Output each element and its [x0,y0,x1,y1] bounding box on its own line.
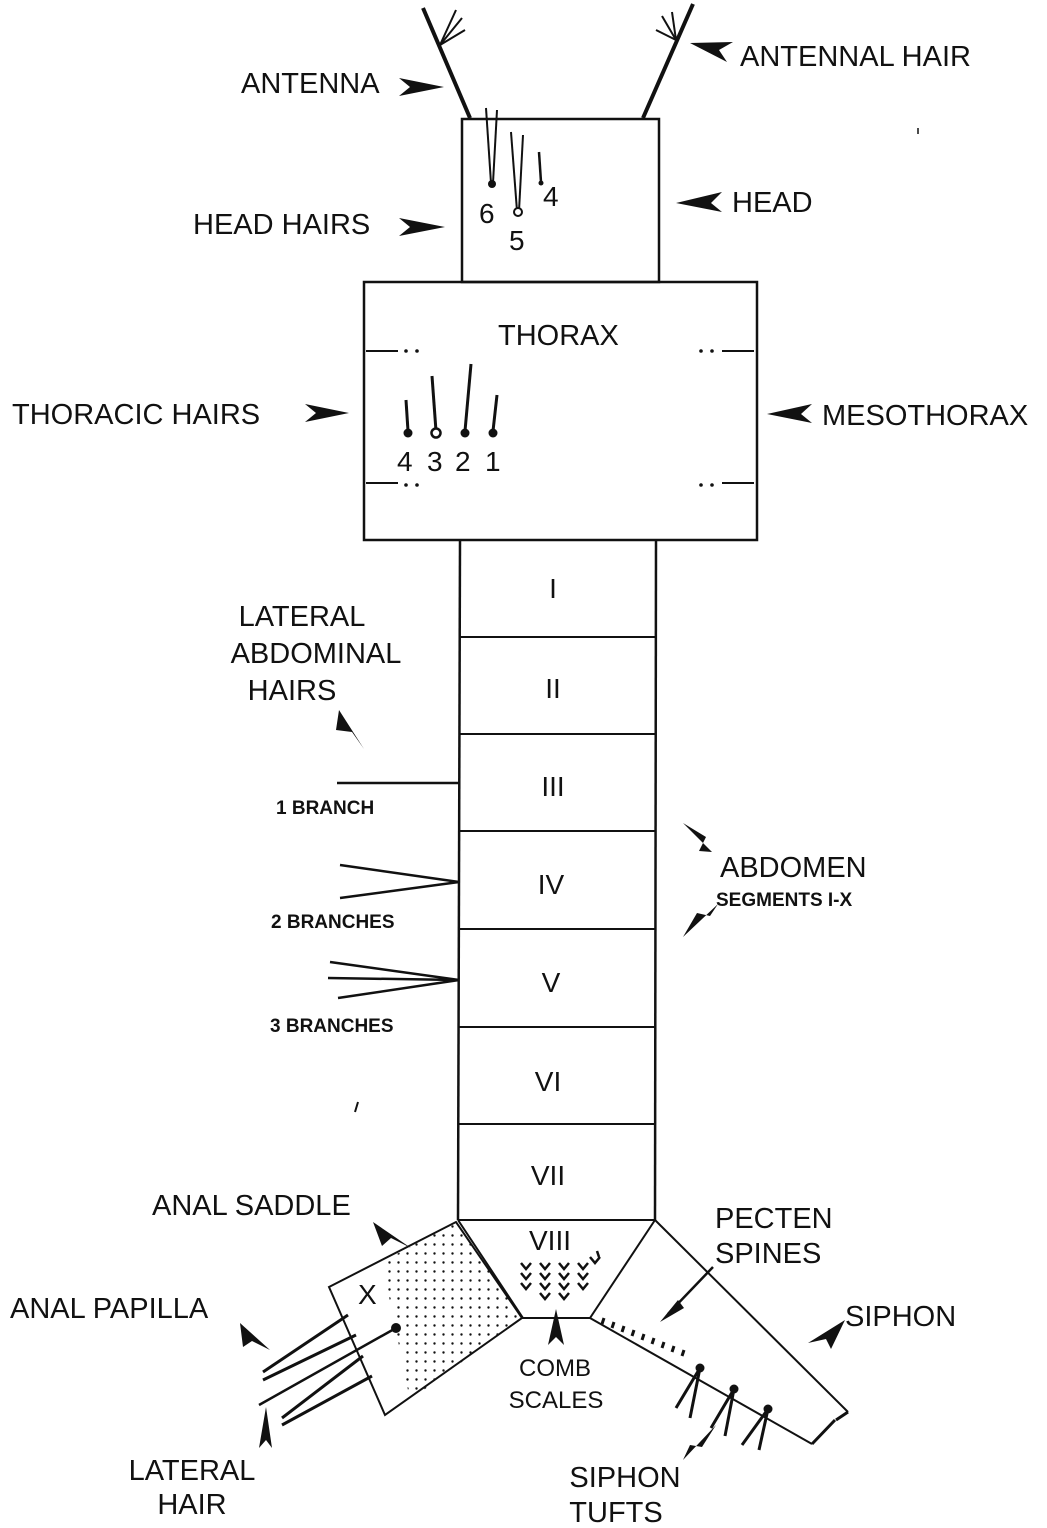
comb-scales-arrow-icon [548,1309,564,1345]
head-hairs [486,108,544,216]
thoracic-hairs-arrow-icon [305,404,349,422]
segment-II: II [545,673,561,704]
pecten-spines-label-1: PECTEN [715,1203,833,1235]
mesothorax-arrow-icon [767,404,812,423]
thorax-label: THORAX [498,320,619,352]
siphon-label: SIPHON [845,1301,956,1333]
siphon-arrow-icon [808,1320,845,1349]
two-branches-label: 2 BRANCHES [271,912,395,933]
segment-X: X [358,1279,377,1310]
anal-papilla-arrow-icon [240,1323,270,1350]
pecten-spines-label-2: SPINES [715,1238,821,1270]
segment-V: V [542,967,561,998]
head-hairs-arrow-icon [399,218,445,236]
siphon-tufts-label-2: TUFTS [569,1497,662,1528]
siphon-tufts-marks [676,1364,773,1451]
comb-scales-label-1: COMB [519,1355,591,1382]
head-hairs-label: HEAD HAIRS [193,209,370,241]
head-hair-6-number: 6 [479,198,495,229]
lateral-hair-label-1: LATERAL [129,1455,256,1487]
thoracic-hair-1-number: 1 [485,446,501,477]
lateral-hair [259,1323,401,1405]
thorax-side-marks [366,349,754,487]
antenna-arrow-icon [399,78,444,96]
siphon-tufts-label-1: SIPHON [569,1462,680,1494]
siphon-tufts-arrow-icon [683,1425,716,1460]
anal-saddle-arrow-icon [373,1222,411,1248]
lateral-abdominal-hairs-label-1: LATERAL [239,601,366,633]
stray-marks [355,128,918,1112]
head-hair-5-number: 5 [509,225,525,256]
one-branch-label: 1 BRANCH [276,798,374,819]
lateral-abdominal-hairs-arrow-icon [336,710,364,749]
three-branches-label: 3 BRANCHES [270,1016,394,1037]
lateral-hair-label-2: HAIR [157,1489,226,1521]
segment-VIII: VIII [529,1225,571,1256]
comb-scales-label-2: SCALES [509,1387,604,1414]
antenna-label: ANTENNA [241,68,380,100]
anal-papillae [263,1315,372,1425]
abdomen-up-arrow-icon [683,823,712,852]
segment-VI: VI [535,1066,561,1097]
thoracic-hairs-label: THORACIC HAIRS [12,399,260,431]
anal-saddle-label: ANAL SADDLE [152,1190,351,1222]
segment-IV: IV [538,869,565,900]
mesothorax-label: MESOTHORAX [822,400,1028,432]
pecten-spines-marks [602,1318,684,1356]
segment-VII: VII [531,1160,565,1191]
segment-III: III [541,771,564,802]
thoracic-hair-2-number: 2 [455,446,471,477]
pecten-spines-arrow-icon [660,1300,684,1322]
abdomen-segments-label: SEGMENTS I-X [716,890,853,911]
thoracic-hair-4-number: 4 [397,446,413,477]
head-hair-4-number: 4 [543,181,559,212]
segment-I: I [549,573,557,604]
head-label: HEAD [732,187,813,219]
anal-papilla-label: ANAL PAPILLA [10,1293,209,1325]
antenna-left [423,8,470,118]
antennal-hair-arrow-icon [690,42,733,62]
abdomen-label: ABDOMEN [720,852,867,884]
abdomen-down-arrow-icon [683,904,718,937]
lateral-hair-arrow-icon [259,1407,272,1448]
antennal-hair-label: ANTENNAL HAIR [740,41,971,73]
lateral-abdominal-hairs-label-3: HAIRS [248,675,337,707]
head-arrow-icon [676,192,722,212]
comb-scales-marks [521,1251,600,1299]
antenna-right [643,4,693,118]
thoracic-hair-3-number: 3 [427,446,443,477]
lateral-abdominal-hairs-label-2: ABDOMINAL [231,638,402,670]
thoracic-hairs [404,364,498,438]
